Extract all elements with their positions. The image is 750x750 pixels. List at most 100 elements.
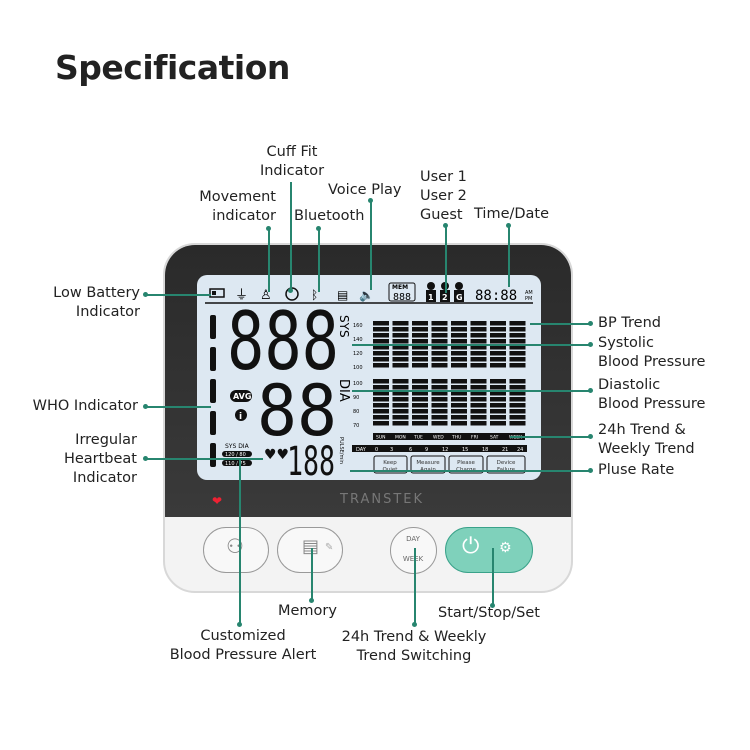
svg-text:9: 9 [425,447,428,453]
page-title: Specification [55,48,290,87]
svg-text:i: i [239,412,242,422]
trend-bar-segment [412,345,428,350]
trend-bar-segment [490,385,506,390]
trend-bar-segment [509,321,526,326]
plug-icon: ⏚ [235,288,248,303]
trend-bar-segment [392,351,409,356]
trend-bar-segment [470,321,487,326]
day-label: MON [395,435,406,441]
trend-bar-segment [470,397,487,402]
trend-bar-segment [373,415,389,420]
trend-bar-segment [470,391,487,396]
memory-upload-icon: ▤ [337,288,348,302]
trend-bar-segment [509,357,526,362]
svg-text:3: 3 [390,447,393,453]
trend-bar-segment [373,397,389,402]
trend-bar-segment [490,345,506,350]
svg-text:AVG: AVG [233,392,251,401]
trend-bar-segment [490,391,506,396]
trend-bar-segment [392,357,409,362]
trend-bar-segment [509,379,526,384]
svg-text:15: 15 [462,447,468,453]
trend-bar-segment [392,333,409,338]
label-24h-trend: 24h Trend &Weekly Trend [598,422,695,457]
trend-bar-segment [373,379,389,384]
trend-bar-segment [373,363,389,368]
trend-bar-segment [392,327,409,332]
label-memory: Memory [278,603,337,619]
trend-bar-segment [509,339,526,344]
svg-text:G: G [456,293,463,302]
label-who: WHO Indicator [32,398,138,414]
trend-bar-segment [509,333,526,338]
start-stop-set-button[interactable]: ⏻ ⚙ [445,527,533,573]
svg-text:SYS: SYS [337,315,351,338]
day-label: TUE [413,435,423,441]
trend-bar-segment [412,327,428,332]
memory-down-button[interactable]: ▤✎ [277,527,343,573]
trend-bar-segment [392,397,409,402]
trend-bar-segment [490,327,506,332]
trend-bar-segment [373,409,389,414]
trend-bar-segment [431,403,448,408]
trend-bar-segment [490,397,506,402]
svg-text:AM: AM [525,290,533,296]
trend-bar-segment [451,351,467,356]
trend-bar-segment [431,339,448,344]
trend-bar-segment [470,421,487,426]
svg-text:DIA: DIA [336,379,351,402]
trend-bar-segment [509,391,526,396]
trend-bar-segment [392,345,409,350]
trend-bar-segment [373,345,389,350]
trend-bar-segment [373,391,389,396]
day-week-button[interactable]: DAY WEEK [390,527,437,574]
user-icons [426,282,464,302]
label-pulse-rate: Pluse Rate [598,462,675,478]
trend-bar-segment [431,321,448,326]
trend-bar-segment [470,385,487,390]
trend-bar-segment [509,421,526,426]
svg-text:188: 188 [287,439,335,480]
svg-text:18: 18 [482,447,488,453]
trend-bar-segment [392,403,409,408]
trend-bar-segment [412,415,428,420]
pencil-icon: ✎ [325,542,334,553]
trend-bar-segment [509,385,526,390]
trend-bar-segment [490,357,506,362]
trend-bar-segment [451,357,467,362]
trend-bar-segment [451,333,467,338]
trend-bar-segment [373,333,389,338]
user-switch-up-button[interactable]: ⚇ [203,527,269,573]
svg-text:888: 888 [227,295,339,388]
day-label: WED [433,435,444,441]
trend-bar-segment [373,357,389,362]
svg-text:0: 0 [375,447,378,453]
trend-bar-segment [470,333,487,338]
trend-bar-segment [490,379,506,384]
trend-bar-segment [490,363,506,368]
trend-bar-segment [451,385,467,390]
trend-bar-segment [431,363,448,368]
trend-bar-segment [509,415,526,420]
svg-text:110 / 75: 110 / 75 [225,461,246,467]
trend-bar-segment [392,363,409,368]
svg-text:PULSE/min: PULSE/min [338,437,344,464]
day-label: SAT [490,435,499,441]
trend-bar-segment [412,409,428,414]
trend-bar-segment [490,403,506,408]
svg-text:Measure: Measure [416,460,440,466]
trend-bar-segment [470,415,487,420]
trend-bar-segment [451,379,467,384]
day-label: THU [451,435,461,441]
trend-bar-segment [431,421,448,426]
svg-text:888: 888 [393,292,411,303]
svg-text:100: 100 [353,381,363,387]
who-indicator-bar [210,315,216,467]
irregular-heartbeat-icon: ♥♥ [264,447,289,463]
trend-bar-segment [392,391,409,396]
